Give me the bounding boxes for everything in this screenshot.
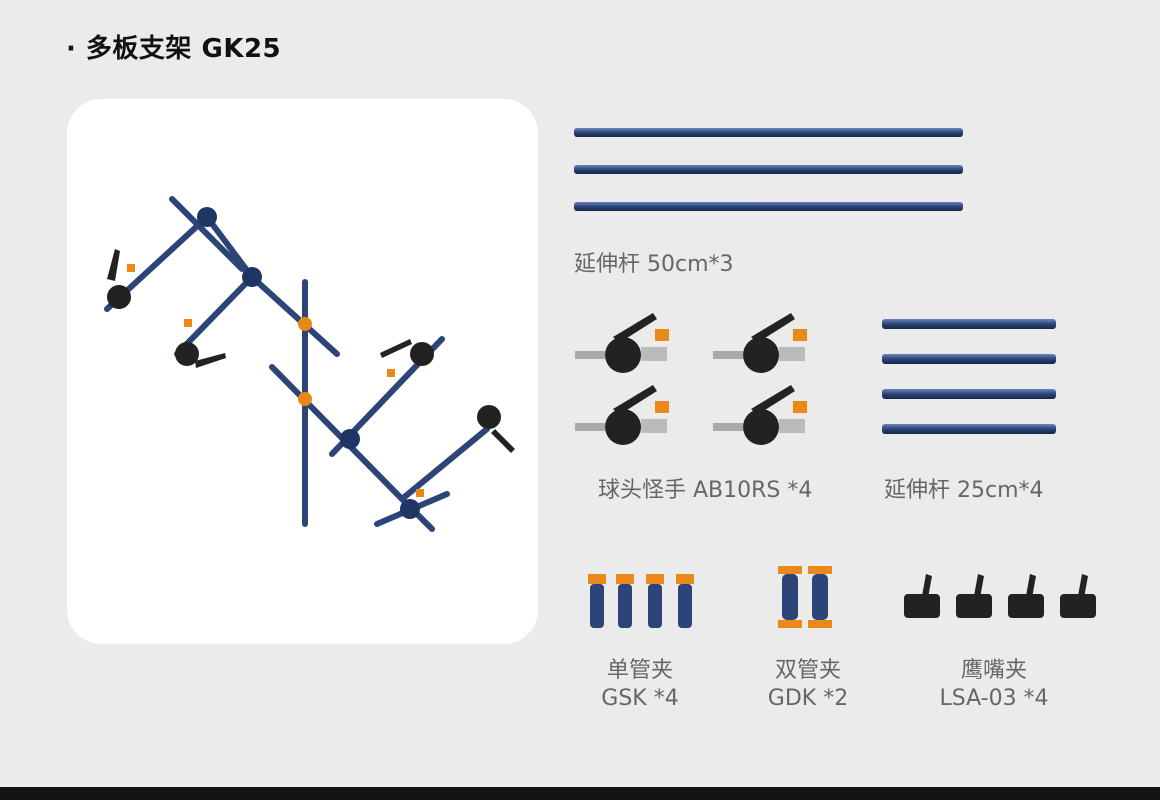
rod-50cm-label: 延伸杆 50cm*3 (574, 252, 734, 277)
page-title: · 多板支架 GK25 (66, 34, 282, 64)
gsk-code: GSK *4 (601, 686, 679, 711)
rod-50cm-image (574, 124, 964, 220)
hero-card (67, 99, 538, 644)
gsk-name: 单管夹 (606, 658, 673, 683)
assembled-rig-image (104, 196, 515, 532)
ball-head-image (575, 305, 820, 449)
ball-head-label: 球头怪手 AB10RS *4 (598, 478, 813, 503)
lsa-clamp-image (902, 574, 1108, 628)
lsa-name: 鹰嘴夹 (960, 658, 1027, 683)
rod-25cm-image (882, 316, 1058, 442)
bottom-bar (0, 787, 1160, 800)
gdk-clamp-image (776, 566, 836, 632)
lsa-code: LSA-03 *4 (939, 686, 1049, 711)
gdk-name: 双管夹 (774, 658, 841, 683)
gdk-code: GDK *2 (767, 686, 849, 711)
rod-25cm-label: 延伸杆 25cm*4 (884, 478, 1044, 503)
gsk-clamp-image (582, 574, 702, 634)
